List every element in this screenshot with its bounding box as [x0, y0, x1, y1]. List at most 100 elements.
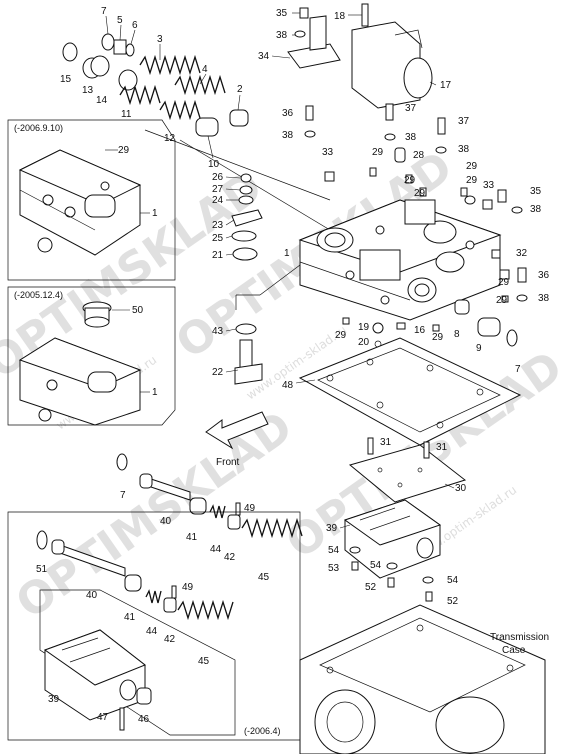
bolt-set-upper [304, 103, 447, 182]
spring-3 [139, 54, 201, 76]
valve-body-variant-a [18, 149, 142, 256]
callout-49-a: 49 [244, 503, 256, 514]
case-label-line2: Case [502, 645, 526, 656]
callout-40-b: 40 [86, 590, 98, 601]
callout-18: 18 [334, 11, 346, 22]
spool-2 [229, 109, 249, 127]
washer-38-top [294, 30, 306, 38]
callout-47: 47 [97, 712, 109, 723]
solenoid-bracket-group [287, 3, 433, 109]
callout-19: 19 [358, 322, 370, 333]
bolt-35-top [299, 7, 309, 19]
plug-32 [491, 249, 501, 259]
separator-plate-30 [348, 437, 467, 503]
callout-54-a: 54 [328, 545, 340, 556]
callout-42-b: 42 [164, 634, 176, 645]
callout-29-i: 29 [335, 330, 347, 341]
callout-53: 53 [328, 563, 340, 574]
callout-29-d: 29 [414, 188, 426, 199]
callout-38-e: 38 [538, 293, 550, 304]
callout-29-c: 29 [404, 175, 416, 186]
callout-30: 30 [455, 483, 467, 494]
callout-33-b: 33 [483, 180, 495, 191]
transmission-case [299, 604, 546, 754]
callout-7-right: 7 [515, 364, 521, 375]
callout-35-right: 35 [530, 186, 542, 197]
callout-41-b: 41 [124, 612, 136, 623]
callout-52-a: 52 [365, 582, 377, 593]
callout-13: 13 [82, 85, 94, 96]
ball-19 [372, 322, 384, 334]
callout-28: 28 [413, 150, 425, 161]
valve-body-variant-b [18, 337, 142, 426]
front-label: Front [216, 457, 240, 468]
callout-11: 11 [121, 109, 132, 120]
inset-2006-4: (-2006.4) [7, 511, 301, 741]
callout-15: 15 [60, 74, 72, 85]
ring-7-top [101, 33, 115, 51]
inset-title-top: (-2006.9.10) [14, 123, 63, 133]
callout-31-a: 31 [380, 437, 392, 448]
callout-29-h: 29 [496, 295, 508, 306]
lower-valve-body-39-right [343, 499, 442, 602]
callout-50: 50 [132, 305, 144, 316]
callout-36-top: 36 [282, 108, 294, 119]
callout-3: 3 [157, 34, 163, 45]
callout-48: 48 [282, 380, 294, 391]
callout-32: 32 [516, 248, 528, 259]
spring-12 [159, 99, 201, 121]
callout-52-b: 52 [447, 596, 459, 607]
plug-46 [136, 687, 152, 705]
callout-43: 43 [212, 326, 224, 337]
callout-29-b: 29 [372, 147, 384, 158]
callout-5: 5 [117, 15, 123, 26]
callout-38-top: 38 [276, 30, 288, 41]
callout-36-right: 36 [538, 270, 550, 281]
callout-38-a: 38 [282, 130, 294, 141]
callout-12: 12 [164, 133, 176, 144]
case-label-line1: Transmission [490, 632, 549, 643]
ring-7-right [506, 329, 518, 347]
ring-51 [36, 530, 48, 550]
callout-14: 14 [96, 95, 108, 106]
center-parts [231, 173, 301, 385]
callout-21: 21 [212, 250, 224, 261]
callout-44-a: 44 [210, 544, 222, 555]
callout-45-b: 45 [198, 656, 210, 667]
inset-2005-12-4: (-2005.12.4) 50 1 [7, 286, 176, 426]
callout-51: 51 [36, 564, 48, 575]
o-ring-15 [62, 42, 78, 62]
callout-38-c: 38 [458, 144, 470, 155]
solenoid-17 [351, 21, 421, 109]
callout-1-b: 1 [152, 387, 158, 398]
callout-34: 34 [258, 51, 270, 62]
main-body-fittings [342, 167, 528, 348]
inset-title-mid: (-2005.12.4) [14, 290, 63, 300]
callout-39-right: 39 [326, 523, 338, 534]
callout-42-a: 42 [224, 552, 236, 563]
callout-6: 6 [132, 20, 138, 31]
callout-2: 2 [237, 84, 243, 95]
callout-4: 4 [202, 64, 208, 75]
callout-31-b: 31 [436, 442, 448, 453]
callout-45-a: 45 [258, 572, 270, 583]
callout-29-j: 29 [432, 332, 444, 343]
callout-1-a: 1 [152, 208, 158, 219]
callout-40-a: 40 [160, 516, 172, 527]
sleeve-9 [477, 317, 501, 337]
callout-29-e: 29 [466, 161, 478, 172]
callout-26: 26 [212, 172, 224, 183]
spool-10 [195, 117, 219, 137]
callout-17: 17 [440, 80, 452, 91]
callout-49-b: 49 [182, 582, 194, 593]
plug-16 [396, 322, 406, 330]
callout-37-b: 37 [458, 116, 470, 127]
callout-54-b: 54 [370, 560, 382, 571]
callout-22: 22 [212, 367, 224, 378]
callout-7-top: 7 [101, 6, 107, 17]
callout-29-a: 29 [118, 145, 130, 156]
callout-46: 46 [138, 714, 150, 725]
callout-23: 23 [212, 220, 224, 231]
callout-41-a: 41 [186, 532, 198, 543]
